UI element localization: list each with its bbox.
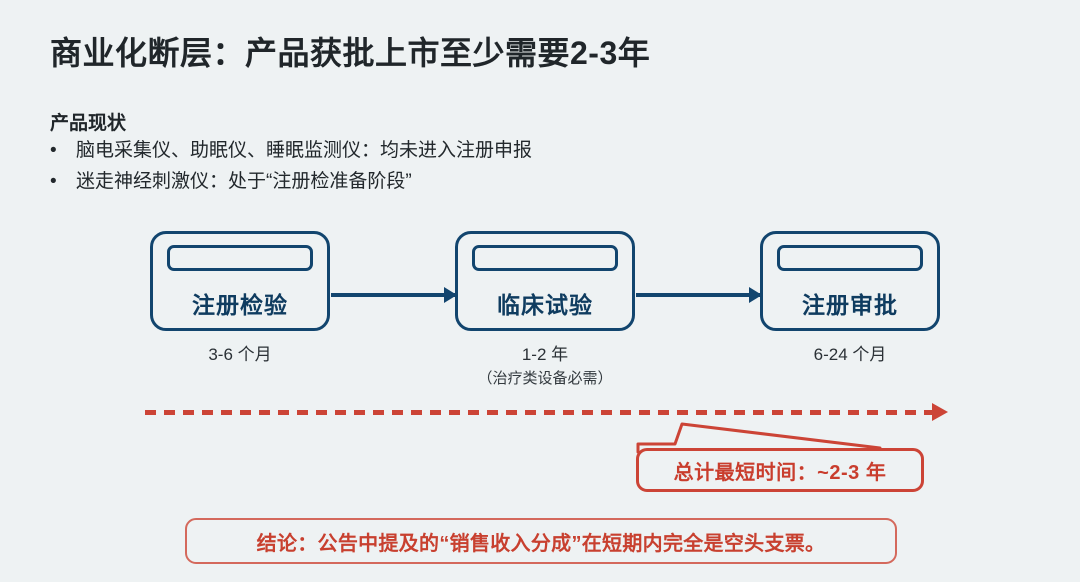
flow-connector-arrow-2 [636,287,762,302]
flow-connector-arrow-1 [331,287,457,302]
flow-node-label: 临床试验 [497,292,593,318]
flow-node-duration: 6-24 个月 [813,345,887,364]
flow-node-subcaption: （治疗类设备必需） [477,369,613,387]
product-status-list: • 脑电采集仪、助眠仪、睡眠监测仪：均未进入注册申报 • 迷走神经刺激仪：处于“… [50,140,910,202]
list-item-label: 脑电采集仪、助眠仪、睡眠监测仪：均未进入注册申报 [76,140,533,161]
product-status-heading: 产品现状 [50,113,127,134]
list-item-label: 迷走神经刺激仪：处于“注册检准备阶段” [76,171,412,192]
bullet-dot-icon: • [50,171,57,192]
flow-node-label: 注册审批 [802,292,898,318]
list-item: • 脑电采集仪、助眠仪、睡眠监测仪：均未进入注册申报 [50,140,910,171]
timeline-arrow-icon [932,403,948,421]
callout-box: 总计最短时间：~2-3 年 [636,448,924,492]
page-title: 商业化断层：产品获批上市至少需要2-3年 [50,35,651,71]
flow-node-clinical-trial: 临床试验 [455,231,635,331]
callout-label: 总计最短时间：~2-3 年 [673,461,887,484]
timeline-dashed-line [145,410,933,415]
flow-node-caption: 3-6 个月 [120,343,360,368]
node-header-bar-icon [777,245,923,271]
list-item: • 迷走神经刺激仪：处于“注册检准备阶段” [50,171,910,202]
conclusion-label: 结论：公告中提及的“销售收入分成”在短期内完全是空头支票。 [256,532,826,555]
callout-pointer-icon [636,422,882,454]
flow-node-caption: 6-24 个月 [730,343,970,368]
timeline-callout: 总计最短时间：~2-3 年 [630,418,930,496]
flow-node-caption: 1-2 年 （治疗类设备必需） [425,343,665,389]
flow-node-registration-approval: 注册审批 [760,231,940,331]
bullet-dot-icon: • [50,140,57,161]
flow-node-label: 注册检验 [192,292,288,318]
flow-node-registration-test: 注册检验 [150,231,330,331]
node-header-bar-icon [167,245,313,271]
flow-node-duration: 3-6 个月 [208,345,272,364]
flow-node-duration: 1-2 年 [521,345,569,364]
conclusion-box: 结论：公告中提及的“销售收入分成”在短期内完全是空头支票。 [185,518,897,564]
node-header-bar-icon [472,245,618,271]
